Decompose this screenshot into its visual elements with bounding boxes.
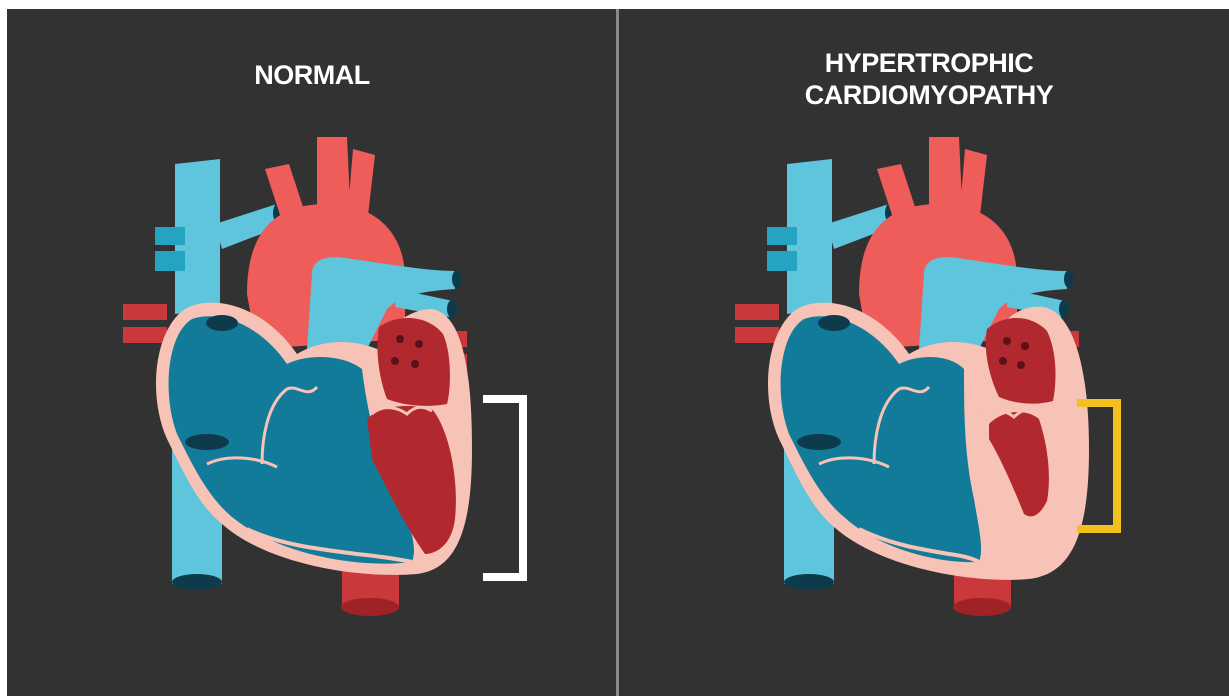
- pulmonary-vein-left-lower: [155, 251, 185, 271]
- descending-aorta-opening: [341, 598, 399, 616]
- pulmonary-vein-inlet-1: [1003, 337, 1011, 345]
- wall-thickness-bracket-normal: [483, 399, 523, 577]
- panel-hypertrophic: HYPERTROPHIC CARDIOMYOPATHY: [619, 9, 1229, 696]
- pulmonary-opening-2: [447, 300, 457, 318]
- inferior-vena-cava-opening: [172, 574, 222, 590]
- aorta-branch-3: [347, 149, 375, 224]
- pulmonary-vein-inlet-2: [415, 340, 423, 348]
- pulmonary-opening-1: [1064, 270, 1074, 288]
- pulmonary-vein-inlet-4: [411, 360, 419, 368]
- pulmonary-vein-left-upper: [155, 227, 185, 245]
- pulmonary-artery-left-upper: [735, 304, 779, 320]
- pulmonary-artery-left-lower: [123, 327, 167, 343]
- inferior-vena-cava-opening: [784, 574, 834, 590]
- pulmonary-artery-left-lower: [735, 327, 779, 343]
- pulmonary-vein-inlet-1: [396, 335, 404, 343]
- heart-normal-illustration: [7, 9, 616, 696]
- panel-normal: NORMAL: [7, 9, 616, 696]
- coronary-sinus-opening: [797, 434, 841, 450]
- pulmonary-vein-inlet-2: [1021, 342, 1029, 350]
- aorta-branch-3: [959, 149, 987, 224]
- right-atrium-valve-opening: [818, 315, 850, 331]
- pulmonary-vein-inlet-3: [999, 357, 1007, 365]
- pulmonary-vein-inlet-4: [1017, 361, 1025, 369]
- aorta-branch-2: [317, 137, 351, 224]
- pulmonary-vein-left-lower: [767, 251, 797, 271]
- aorta-branch-2: [929, 137, 963, 224]
- pulmonary-opening-1: [452, 270, 462, 288]
- heart-hypertrophic-illustration: [619, 9, 1229, 696]
- left-atrium: [986, 318, 1056, 404]
- pulmonary-opening-2: [1059, 300, 1069, 318]
- pulmonary-vein-inlet-3: [391, 357, 399, 365]
- pulmonary-vein-left-upper: [767, 227, 797, 245]
- pulmonary-artery-left-upper: [123, 304, 167, 320]
- coronary-sinus-opening: [185, 434, 229, 450]
- right-atrium-valve-opening: [206, 315, 238, 331]
- descending-aorta-opening: [953, 598, 1011, 616]
